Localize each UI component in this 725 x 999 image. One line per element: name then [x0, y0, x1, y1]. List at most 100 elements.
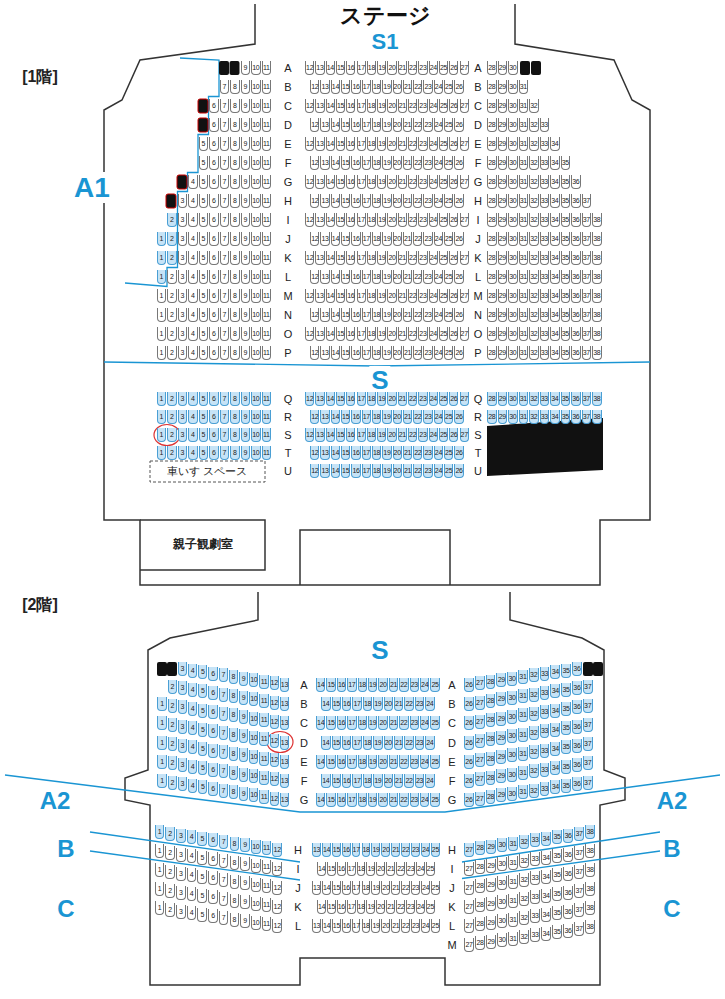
seat-number: 20: [393, 410, 402, 424]
seat-number: 6: [209, 346, 219, 360]
seat-number: 7: [219, 707, 228, 721]
seat-number: 31: [519, 327, 529, 341]
removed-seat: [167, 662, 177, 676]
seat-number: 23: [423, 156, 432, 170]
seat-number: 12: [270, 676, 279, 690]
seat-number: 35: [561, 289, 571, 303]
seat-number: 11: [262, 99, 272, 113]
seat-number: 14: [321, 736, 330, 750]
seat-number: 16: [351, 464, 360, 478]
seat-number: 21: [391, 919, 400, 933]
seat-number: 24: [429, 61, 438, 75]
seat-number: 30: [508, 175, 518, 189]
seat-number: 17: [357, 61, 366, 75]
seat-number: 38: [585, 825, 595, 839]
seat-number: 12: [305, 392, 314, 406]
seat-number: 3: [178, 681, 187, 695]
seat-number: 5: [199, 327, 209, 341]
seat-number: 32: [529, 289, 539, 303]
seat-number: 14: [331, 308, 340, 322]
row-letter: I: [476, 213, 479, 227]
seat-number: 17: [357, 99, 366, 113]
seat-number: 11: [262, 194, 272, 208]
seat-number: 34: [550, 392, 560, 406]
seat-number: 24: [429, 428, 438, 442]
seat-number: 20: [387, 392, 396, 406]
seat-number: 11: [262, 410, 272, 424]
seat-number: 28: [487, 156, 497, 170]
seat-number: 24: [429, 213, 438, 227]
seat-number: 23: [418, 392, 427, 406]
seat-number: 24: [429, 99, 438, 113]
seat-number: 15: [341, 308, 350, 322]
seat-number: 21: [391, 843, 400, 857]
row-letter: I: [296, 862, 299, 876]
seat-number: 12: [272, 843, 282, 857]
seat-number: 19: [382, 232, 391, 246]
seat-number: 5: [198, 780, 207, 794]
seat-number: 21: [386, 900, 395, 914]
row-letter: U: [284, 464, 292, 478]
seat-number: 4: [187, 849, 197, 863]
seat-number: 15: [326, 755, 335, 769]
seat-number: 14: [331, 446, 340, 460]
seat-number: 8: [230, 837, 240, 851]
seat-number: 13: [315, 175, 324, 189]
seat-number: 15: [326, 793, 335, 807]
seat-number: 37: [583, 776, 593, 790]
seat-number: 23: [411, 919, 420, 933]
seat-number: 2: [168, 776, 177, 790]
seat-number: 28: [487, 251, 497, 265]
seat-number: 34: [550, 308, 560, 322]
seat-number: 15: [332, 736, 341, 750]
seat-number: 12: [310, 156, 319, 170]
seat-number: 34: [550, 723, 560, 737]
seat-number: 18: [358, 793, 367, 807]
seat-number: 11: [262, 270, 272, 284]
seat-number: 22: [396, 900, 405, 914]
seat-number: 21: [398, 99, 407, 113]
seat-number: 23: [418, 251, 427, 265]
seat-number: 33: [540, 194, 550, 208]
seat-number: 18: [367, 175, 376, 189]
seat-number: 4: [188, 760, 197, 774]
seat-number: 30: [507, 691, 517, 705]
seat-number: 28: [475, 860, 485, 874]
seat-number: 23: [423, 308, 432, 322]
seat-number: 20: [387, 61, 396, 75]
seat-number: 10: [251, 99, 261, 113]
seat-number: 5: [198, 761, 207, 775]
seat-number: 29: [498, 392, 508, 406]
seat-number: 27: [460, 175, 469, 189]
seat-number: 28: [475, 936, 485, 950]
seat-number: 33: [530, 928, 540, 942]
seat-number: 4: [187, 887, 197, 901]
seat-number: 35: [561, 346, 571, 360]
seat-number: 18: [363, 774, 372, 788]
seat-number: 6: [209, 289, 219, 303]
seat-number: 26: [449, 327, 458, 341]
seat-number: 23: [418, 99, 427, 113]
seat-number: 34: [550, 665, 560, 679]
seat-number: 18: [367, 392, 376, 406]
seat-number: 37: [582, 289, 592, 303]
seat-number: 31: [508, 875, 518, 889]
seat-number: 7: [219, 688, 228, 702]
seat-number: 19: [371, 881, 380, 895]
seat-number: 1: [157, 232, 167, 246]
seat-number: 34: [550, 289, 560, 303]
seat-number: 6: [209, 232, 219, 246]
seat-number: 9: [241, 175, 251, 189]
seat-number: 24: [421, 843, 430, 857]
seat-number: 14: [331, 80, 340, 94]
seat-number: 9: [241, 251, 251, 265]
row-letter: R: [474, 410, 482, 424]
seat-number: 19: [377, 327, 386, 341]
seat-number: 7: [220, 410, 230, 424]
seat-number: 37: [582, 327, 592, 341]
seat-number: 13: [315, 61, 324, 75]
seat-number: 30: [508, 410, 518, 424]
seat-number: 7: [220, 80, 230, 94]
seat-number: 37: [582, 213, 592, 227]
lobby-wall: [300, 530, 450, 585]
